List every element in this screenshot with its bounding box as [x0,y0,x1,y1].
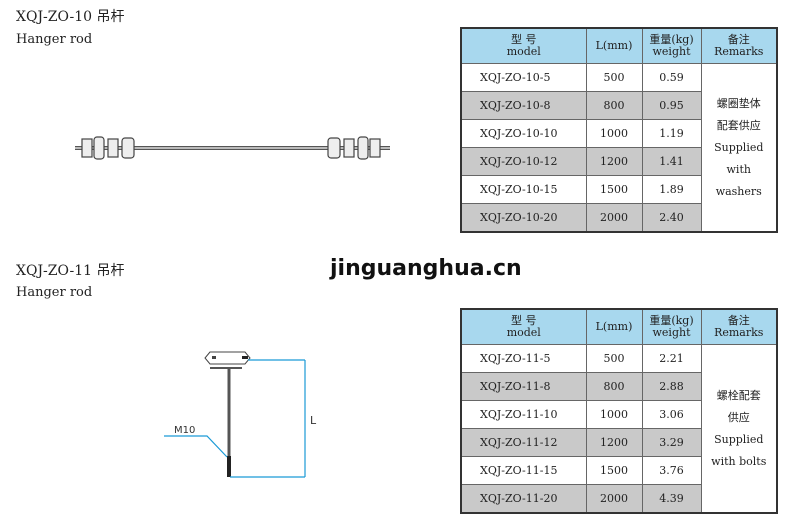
table-cell: 1500 [585,175,643,204]
table-cell: 500 [585,344,643,373]
table-cell: 1.89 [641,175,702,204]
table-cell: 3.29 [641,428,702,457]
section-subtitle: Hanger rod [16,32,93,47]
table-cell: 2.88 [641,372,702,401]
table-cell: 3.76 [641,456,702,485]
table-cell: XQJ-ZO-10-15 [460,175,587,204]
watermark: jinguanghua.cn [330,256,522,281]
table-cell: 0.95 [641,91,702,120]
section-subtitle: Hanger rod [16,285,93,300]
table-cell: 1200 [585,147,643,176]
table-cell: XQJ-ZO-11-8 [460,372,587,401]
table-cell: 1.19 [641,119,702,148]
table-cell: XQJ-ZO-10-12 [460,147,587,176]
section-title: XQJ-ZO-10 吊杆 [16,9,125,25]
table-cell: XQJ-ZO-11-15 [460,456,587,485]
hanger-rod-drawing-2: M10 L [164,351,317,478]
table-cell: XQJ-ZO-10-5 [460,63,587,92]
table-cell: 4.39 [641,484,702,514]
table-cell: 1000 [585,119,643,148]
hanger-rod-drawing-1 [75,136,390,160]
table-cell: 2000 [585,484,643,514]
table-cell: 800 [585,372,643,401]
table-cell: 1.41 [641,147,702,176]
section-title: XQJ-ZO-11 吊杆 [16,263,125,279]
table-cell: 1200 [585,428,643,457]
table-cell: 2000 [585,203,643,233]
table-cell: 2.21 [641,344,702,373]
table-cell: XQJ-ZO-10-10 [460,119,587,148]
table-cell: 2.40 [641,203,702,233]
table-cell: 3.06 [641,400,702,429]
table-cell: 0.59 [641,63,702,92]
table-cell: XQJ-ZO-10-20 [460,203,587,233]
table-cell: XQJ-ZO-11-5 [460,344,587,373]
table-cell: 500 [585,63,643,92]
table-cell: XQJ-ZO-10-8 [460,91,587,120]
thread-label: M10 [174,425,195,436]
table-cell: 800 [585,91,643,120]
table-cell: 1000 [585,400,643,429]
table-cell: XQJ-ZO-11-10 [460,400,587,429]
table-cell: XQJ-ZO-11-12 [460,428,587,457]
table-cell: 1500 [585,456,643,485]
length-label: L [310,414,317,427]
table-cell: XQJ-ZO-11-20 [460,484,587,514]
